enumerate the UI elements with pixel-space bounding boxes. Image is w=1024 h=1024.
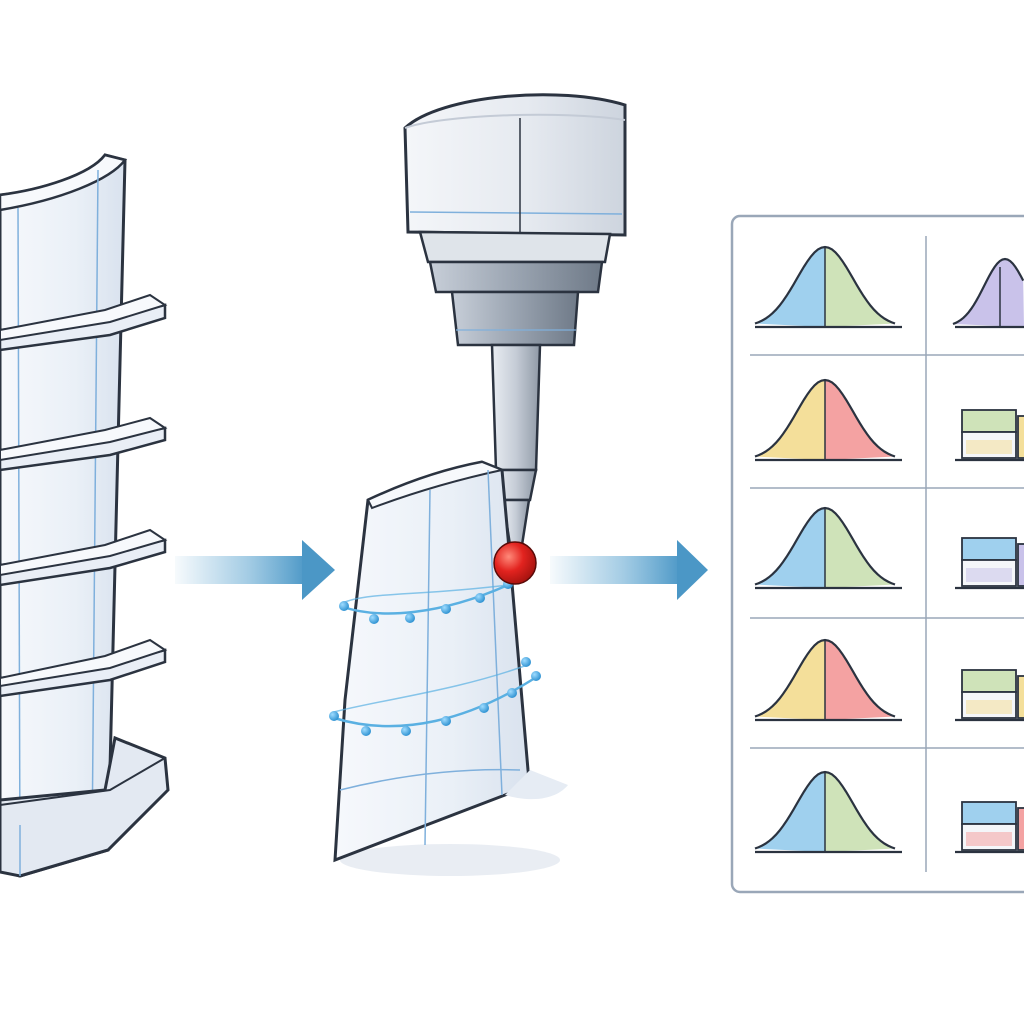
histogram-bar xyxy=(961,801,1017,825)
blade-flange xyxy=(0,293,168,352)
measure-point-icon xyxy=(361,726,371,736)
measure-point-icon xyxy=(441,604,451,614)
measured-blade-icon xyxy=(333,460,568,876)
distribution-cell xyxy=(754,506,1024,590)
distribution-cell xyxy=(754,245,1024,329)
histogram-bar xyxy=(1017,415,1024,459)
measure-point-icon xyxy=(479,703,489,713)
measure-point-icon xyxy=(475,593,485,603)
blade-flange xyxy=(0,528,168,587)
measure-point-icon xyxy=(329,711,339,721)
probe-head xyxy=(403,93,627,237)
histogram-bar-fill xyxy=(966,440,1012,454)
distribution-cell xyxy=(754,770,1024,854)
distribution-fill-left xyxy=(755,247,825,327)
probe-collar xyxy=(418,230,612,264)
histogram-bar-fill xyxy=(966,832,1012,846)
distribution-fill-right xyxy=(825,380,895,460)
blade-flange xyxy=(0,638,168,698)
histogram-bar-fill xyxy=(966,568,1012,582)
histogram-bar xyxy=(961,537,1017,561)
distribution-cell xyxy=(754,638,1024,722)
measure-point-icon xyxy=(339,601,349,611)
histogram-bar-fill xyxy=(966,700,1012,714)
distribution-fill-left xyxy=(755,380,825,460)
distribution-cell xyxy=(754,378,1024,462)
histogram-bar xyxy=(1017,807,1024,851)
distribution-fill-right xyxy=(825,247,895,327)
probe-stem xyxy=(490,343,542,472)
blade-column-top xyxy=(0,153,128,212)
distribution-fill-left xyxy=(755,640,825,720)
measurement-points xyxy=(329,579,541,736)
cmm-probe-icon xyxy=(403,93,627,547)
distribution-fill-right xyxy=(825,772,895,852)
results-panel xyxy=(730,214,1024,894)
distribution-fill-right xyxy=(825,640,895,720)
flow-arrow-right-icon xyxy=(175,540,335,600)
probe-tip-ball-icon xyxy=(493,541,537,585)
flow-arrow-right-icon xyxy=(550,540,708,600)
distribution-fill-left xyxy=(755,772,825,852)
histogram-bar xyxy=(961,409,1017,433)
blade-seam-left xyxy=(17,207,21,867)
measure-point-icon xyxy=(441,716,451,726)
measure-point-icon xyxy=(507,688,517,698)
measure-point-icon xyxy=(405,613,415,623)
measure-point-icon xyxy=(521,657,531,667)
blade-flange xyxy=(0,416,168,472)
histogram-bar xyxy=(1017,543,1024,587)
probe-collar xyxy=(428,260,604,294)
distribution-fill-right xyxy=(825,508,895,588)
distribution-fill-left xyxy=(755,508,825,588)
measure-point-icon xyxy=(369,614,379,624)
distribution-curve xyxy=(952,257,1024,326)
blade-stack-icon xyxy=(0,153,170,878)
histogram-bar xyxy=(961,669,1017,693)
measure-point-icon xyxy=(531,671,541,681)
histogram-bar xyxy=(1017,675,1024,719)
blade-airfoil xyxy=(333,460,530,863)
probe-collar xyxy=(450,290,580,347)
blade-seam-right xyxy=(91,169,99,851)
measure-point-icon xyxy=(401,726,411,736)
blade-base xyxy=(0,735,170,878)
